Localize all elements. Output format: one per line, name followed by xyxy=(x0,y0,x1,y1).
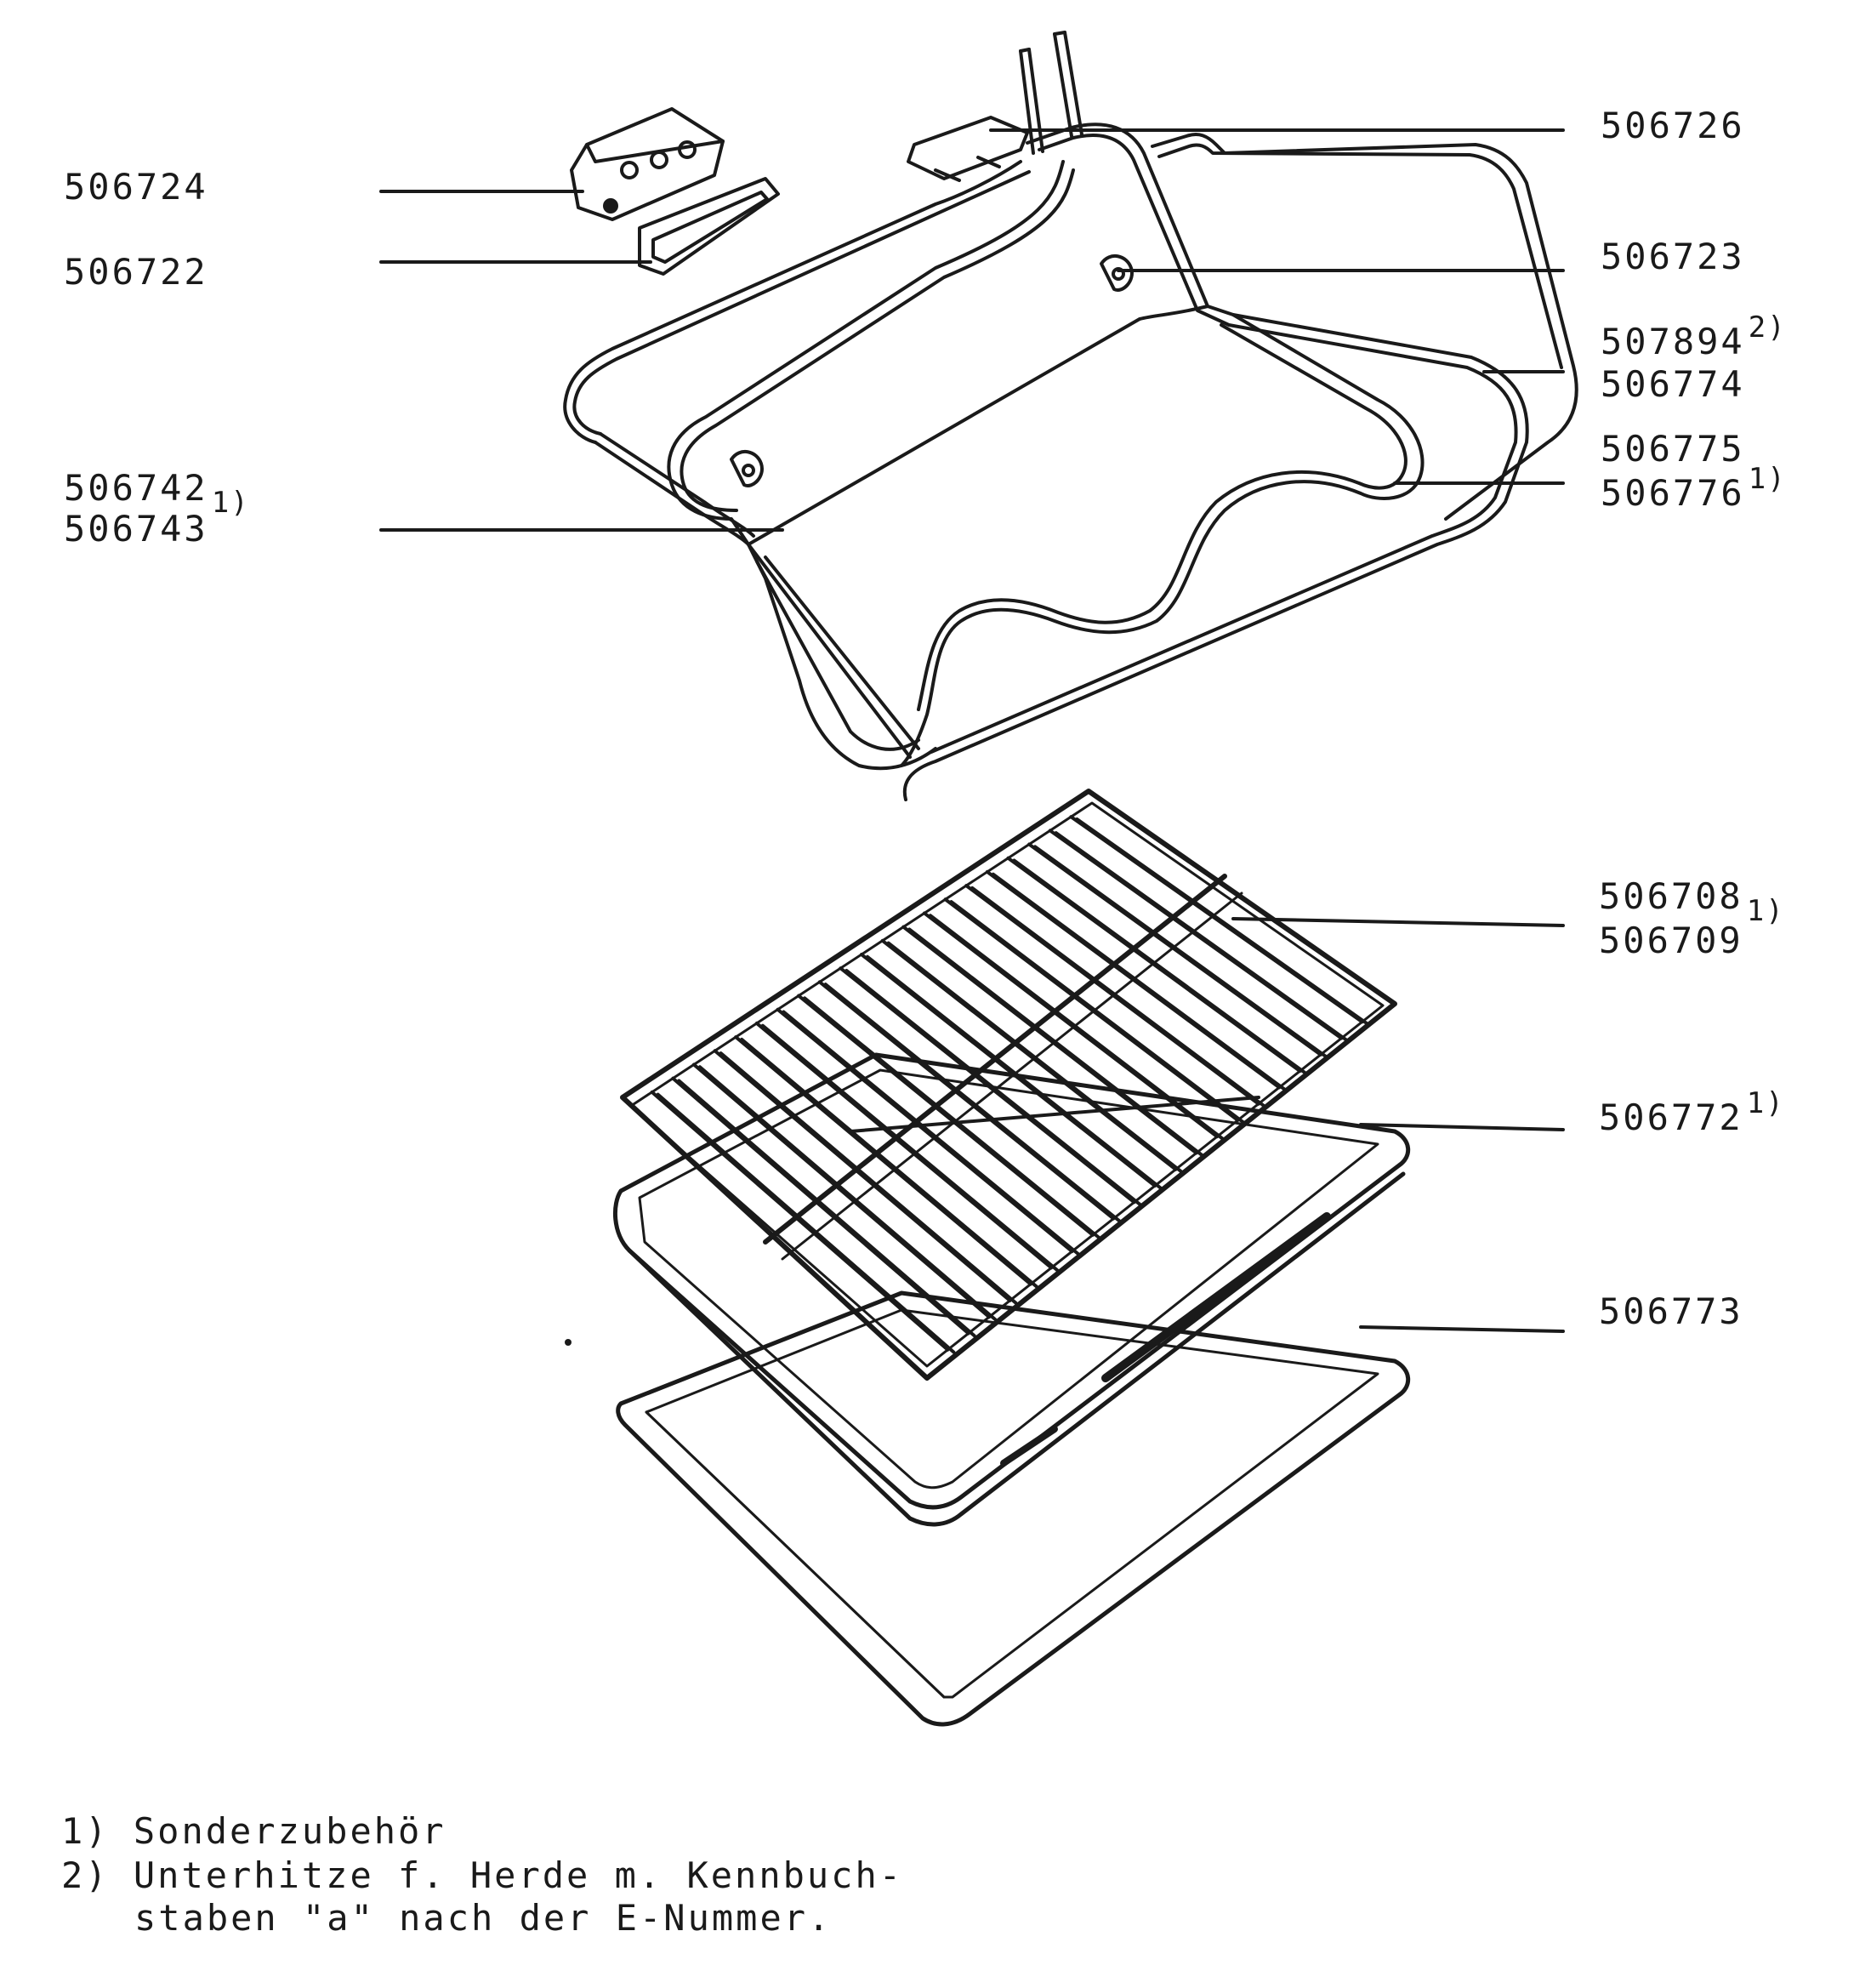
rack-wire xyxy=(901,925,1198,1155)
footnote-mark-1: 1) xyxy=(1746,894,1785,928)
footnote-1: 1) Sonderzubehör xyxy=(61,1810,446,1853)
part-label-506775: 506775 xyxy=(1601,429,1745,470)
rack-wire xyxy=(866,954,1163,1190)
leader-lines xyxy=(379,128,1565,1333)
rack-wire xyxy=(1012,858,1308,1075)
part-number: 506774 xyxy=(1601,363,1745,405)
terminal-block-part xyxy=(570,107,725,221)
rack-wire xyxy=(650,1090,950,1352)
rack-wire xyxy=(776,1007,1074,1254)
gasket-part xyxy=(638,177,780,276)
rack-wire xyxy=(691,1062,992,1319)
footnote-2-line-2: staben "a" nach der E-Nummer. xyxy=(134,1897,833,1939)
part-label-506724: 506724 xyxy=(64,167,208,208)
part-label-506726: 506726 xyxy=(1601,105,1745,146)
footnote-2-line-1: Unterhitze f. Herde m. Kennbuch- xyxy=(133,1854,904,1896)
rack-wire xyxy=(797,994,1095,1237)
rack-wire xyxy=(740,1037,1038,1289)
flat-tray-part xyxy=(616,1290,1411,1727)
part-number: 506742 xyxy=(64,467,208,509)
rack-wire xyxy=(760,1023,1060,1273)
footnote-mark-1: 1) xyxy=(211,486,250,520)
part-label-506722: 506722 xyxy=(64,252,208,293)
rack-wire xyxy=(782,1010,1080,1256)
part-number: 506772 xyxy=(1599,1097,1743,1138)
part-label-506773: 506773 xyxy=(1599,1291,1743,1332)
rack-wire xyxy=(803,996,1100,1239)
part-number: 506724 xyxy=(64,166,208,208)
footnote-mark-1: 1) xyxy=(1746,1086,1785,1120)
rack-wire xyxy=(949,900,1246,1125)
footnote-1-text: Sonderzubehör xyxy=(133,1810,446,1852)
footnote-1-mark: 1) xyxy=(61,1810,110,1852)
stray-dot xyxy=(565,1339,572,1346)
footnote-2-mark: 2) xyxy=(61,1854,110,1896)
part-label-506774: 506774 xyxy=(1601,364,1745,405)
part-number: 506722 xyxy=(64,251,208,293)
mounting-clip-right xyxy=(1100,254,1134,292)
rack-wire xyxy=(754,1021,1054,1270)
rack-wire xyxy=(860,953,1157,1188)
part-number: 506708 xyxy=(1599,875,1743,917)
rack-wire xyxy=(713,1049,1012,1302)
part-number: 507894 xyxy=(1601,321,1745,362)
part-number: 506776 xyxy=(1601,472,1745,514)
rack-wire xyxy=(823,983,1122,1223)
footnote-mark-2: 2) xyxy=(1748,310,1787,345)
part-number: 506726 xyxy=(1601,105,1745,146)
inner-heater-element xyxy=(667,160,1425,771)
rack-wire xyxy=(1033,845,1328,1059)
rack-wire xyxy=(677,1079,976,1338)
rack-wire xyxy=(880,938,1178,1171)
rack-wire xyxy=(970,886,1266,1108)
footnote-mark-1: 1) xyxy=(1748,462,1787,496)
rack-wire xyxy=(719,1051,1018,1305)
footnote-2-continued: staben "a" nach der E-Nummer. xyxy=(134,1897,832,1940)
rack-wire xyxy=(1075,817,1370,1027)
mounting-clip-left xyxy=(730,450,764,487)
part-number: 506775 xyxy=(1601,428,1745,470)
part-number: 506743 xyxy=(64,508,208,550)
part-number: 506723 xyxy=(1601,236,1745,277)
rack-wire xyxy=(734,1035,1032,1286)
baking-tray-part xyxy=(612,1052,1411,1527)
part-label-506743: 506743 xyxy=(64,509,208,550)
rack-wire xyxy=(991,872,1288,1092)
rack-wire xyxy=(697,1065,998,1321)
rack-wire xyxy=(671,1076,970,1336)
rack-wire xyxy=(1054,831,1350,1043)
part-label-506723: 506723 xyxy=(1601,236,1745,277)
part-label-506709: 506709 xyxy=(1599,920,1743,961)
terminal-bracket-part xyxy=(907,31,1083,182)
part-number: 506709 xyxy=(1599,920,1743,961)
footnote-2: 2) Unterhitze f. Herde m. Kennbuch- xyxy=(61,1854,903,1897)
rack-wire xyxy=(817,980,1116,1221)
part-number: 506773 xyxy=(1599,1290,1743,1332)
rack-wire xyxy=(928,914,1226,1141)
oven-rack-part xyxy=(620,789,1397,1381)
